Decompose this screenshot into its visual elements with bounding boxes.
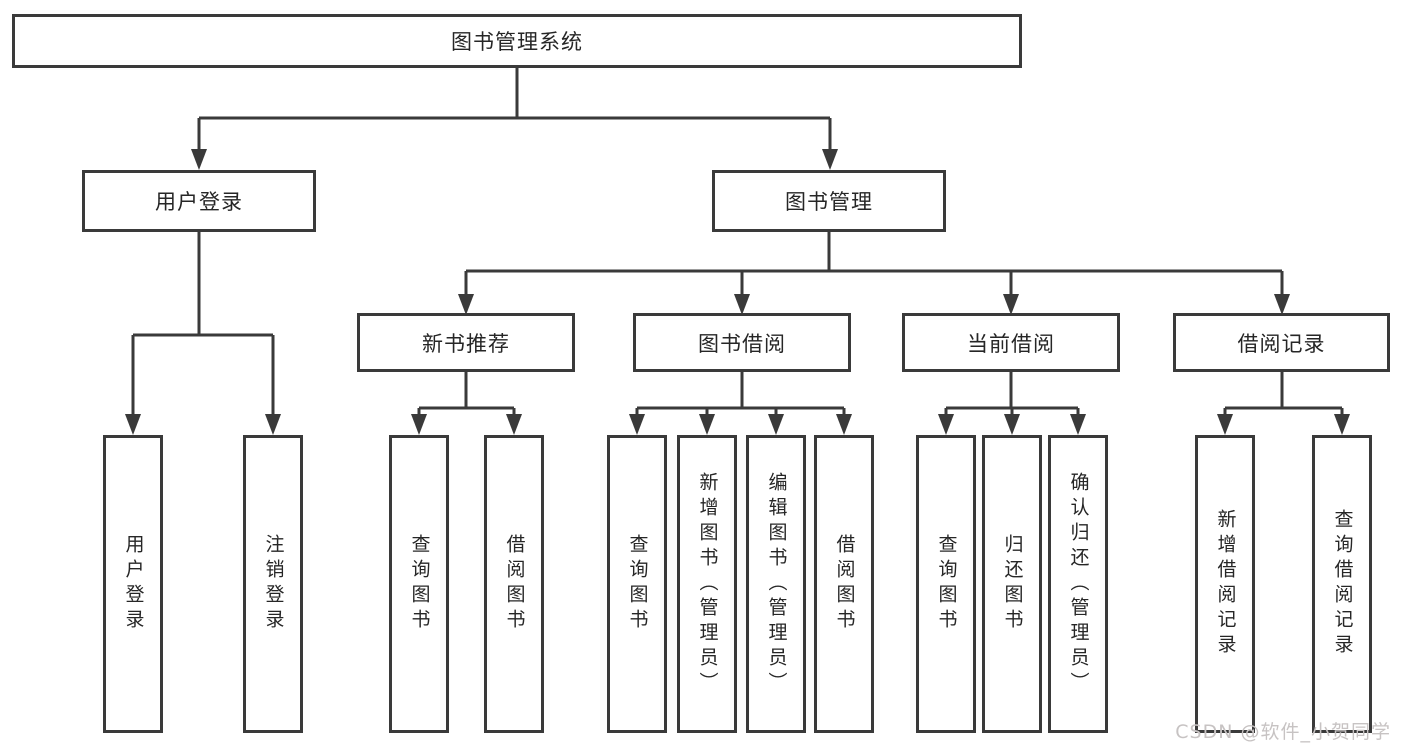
node-library-management-system: 图书管理系统 <box>12 14 1022 68</box>
node-label: 用户登录 <box>155 190 243 214</box>
leaf-user-login: 用户登录 <box>103 435 163 733</box>
node-label: 查询图书 <box>408 534 431 634</box>
leaf-borrow-books: 借阅图书 <box>814 435 874 733</box>
node-label: 当前借阅 <box>967 331 1055 356</box>
node-book-management: 图书管理 <box>712 170 946 232</box>
csdn-watermark: CSDN @软件_小贺同学 <box>1175 721 1391 743</box>
node-label: 查询借阅记录 <box>1331 509 1354 659</box>
leaf-query-books-recommend: 查询图书 <box>389 435 449 733</box>
node-label: 借阅图书 <box>503 534 526 634</box>
node-label: 归还图书 <box>1001 534 1024 634</box>
node-label: 借阅图书 <box>833 534 856 634</box>
node-label: 新书推荐 <box>422 331 510 356</box>
node-label: 新增图书（管理员） <box>696 471 719 697</box>
leaf-return-books: 归还图书 <box>982 435 1042 733</box>
leaf-query-books-current: 查询图书 <box>916 435 976 733</box>
leaf-add-books-admin: 新增图书（管理员） <box>677 435 737 733</box>
leaf-edit-books-admin: 编辑图书（管理员） <box>746 435 806 733</box>
node-borrowing-records: 借阅记录 <box>1173 313 1390 372</box>
node-label: 注销登录 <box>262 534 285 634</box>
leaf-confirm-return-admin: 确认归还（管理员） <box>1048 435 1108 733</box>
node-user-login: 用户登录 <box>82 170 316 232</box>
leaf-query-books-borrowing: 查询图书 <box>607 435 667 733</box>
leaf-add-borrow-record: 新增借阅记录 <box>1195 435 1255 733</box>
node-label: 图书管理 <box>785 190 873 214</box>
node-current-borrowing: 当前借阅 <box>902 313 1120 372</box>
node-label: 用户登录 <box>122 534 145 634</box>
leaf-borrow-books-recommend: 借阅图书 <box>484 435 544 733</box>
node-label: 查询图书 <box>626 534 649 634</box>
node-label: 确认归还（管理员） <box>1067 471 1090 697</box>
node-new-book-recommendation: 新书推荐 <box>357 313 575 372</box>
node-label: 图书管理系统 <box>451 30 583 54</box>
node-book-borrowing: 图书借阅 <box>633 313 851 372</box>
leaf-logout: 注销登录 <box>243 435 303 733</box>
node-label: 查询图书 <box>935 534 958 634</box>
node-label: 编辑图书（管理员） <box>765 471 788 697</box>
leaf-query-borrow-record: 查询借阅记录 <box>1312 435 1372 733</box>
node-label: 新增借阅记录 <box>1214 509 1237 659</box>
node-label: 图书借阅 <box>698 331 786 356</box>
node-label: 借阅记录 <box>1237 331 1326 356</box>
